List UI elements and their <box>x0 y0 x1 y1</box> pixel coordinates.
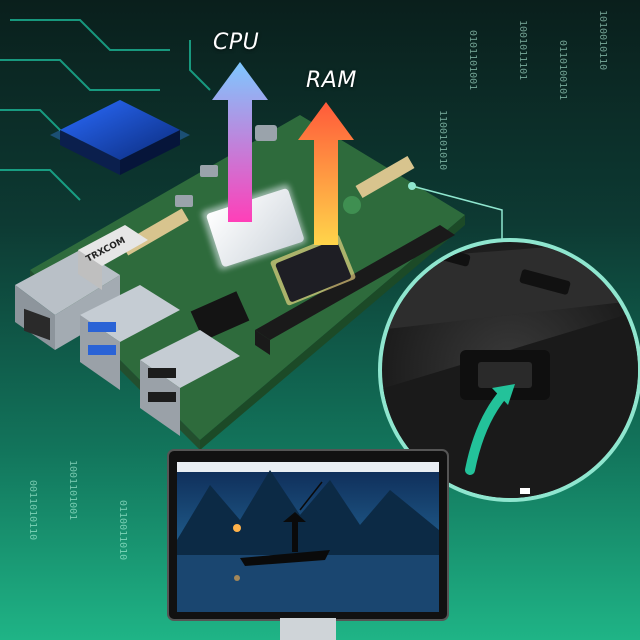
desktop-taskbar <box>177 462 439 472</box>
single-board-computer: TRXCOM <box>15 115 465 450</box>
cpu-upgrade-arrow <box>212 62 268 222</box>
display-connector <box>355 155 415 199</box>
desktop-monitor <box>167 449 449 640</box>
callout-connector <box>408 182 503 245</box>
binary-column: 1100101010 <box>437 110 448 170</box>
binary-column: 1001011101 <box>517 20 528 80</box>
river-water <box>177 555 439 612</box>
binary-column: 0110100101 <box>557 40 568 100</box>
monitor-stand <box>280 618 336 640</box>
case-port-opening <box>478 362 532 388</box>
fisherman-boat <box>240 481 330 566</box>
binary-column: 1010010110 <box>597 10 608 70</box>
usb2-ports <box>140 330 240 436</box>
cpu-label: CPU <box>213 30 260 55</box>
micro-hdmi-port <box>175 195 193 207</box>
binary-column: 0101101001 <box>467 30 478 90</box>
ram-upgrade-arrow <box>298 102 354 245</box>
binary-column: 1001101001 <box>67 460 78 520</box>
lantern-reflection <box>234 575 240 581</box>
controller-chip <box>190 291 250 341</box>
raspberry-logo <box>343 196 361 214</box>
micro-hdmi-port <box>200 165 218 177</box>
binary-rain: 1001011101 0110100101 1010010110 0101101… <box>27 10 608 560</box>
ram-chip <box>270 234 356 306</box>
usb3-ports <box>80 285 180 390</box>
gpio-header <box>255 225 455 355</box>
ram-label: RAM <box>306 68 357 93</box>
insert-arrow <box>465 387 510 475</box>
mountain-landscape <box>177 470 439 560</box>
lantern-glow <box>233 524 241 532</box>
binary-column: 0011010110 <box>27 480 38 540</box>
binary-column: 0110011010 <box>117 500 128 560</box>
processor-chip-glow <box>50 100 190 175</box>
usb-c-port <box>255 125 277 141</box>
